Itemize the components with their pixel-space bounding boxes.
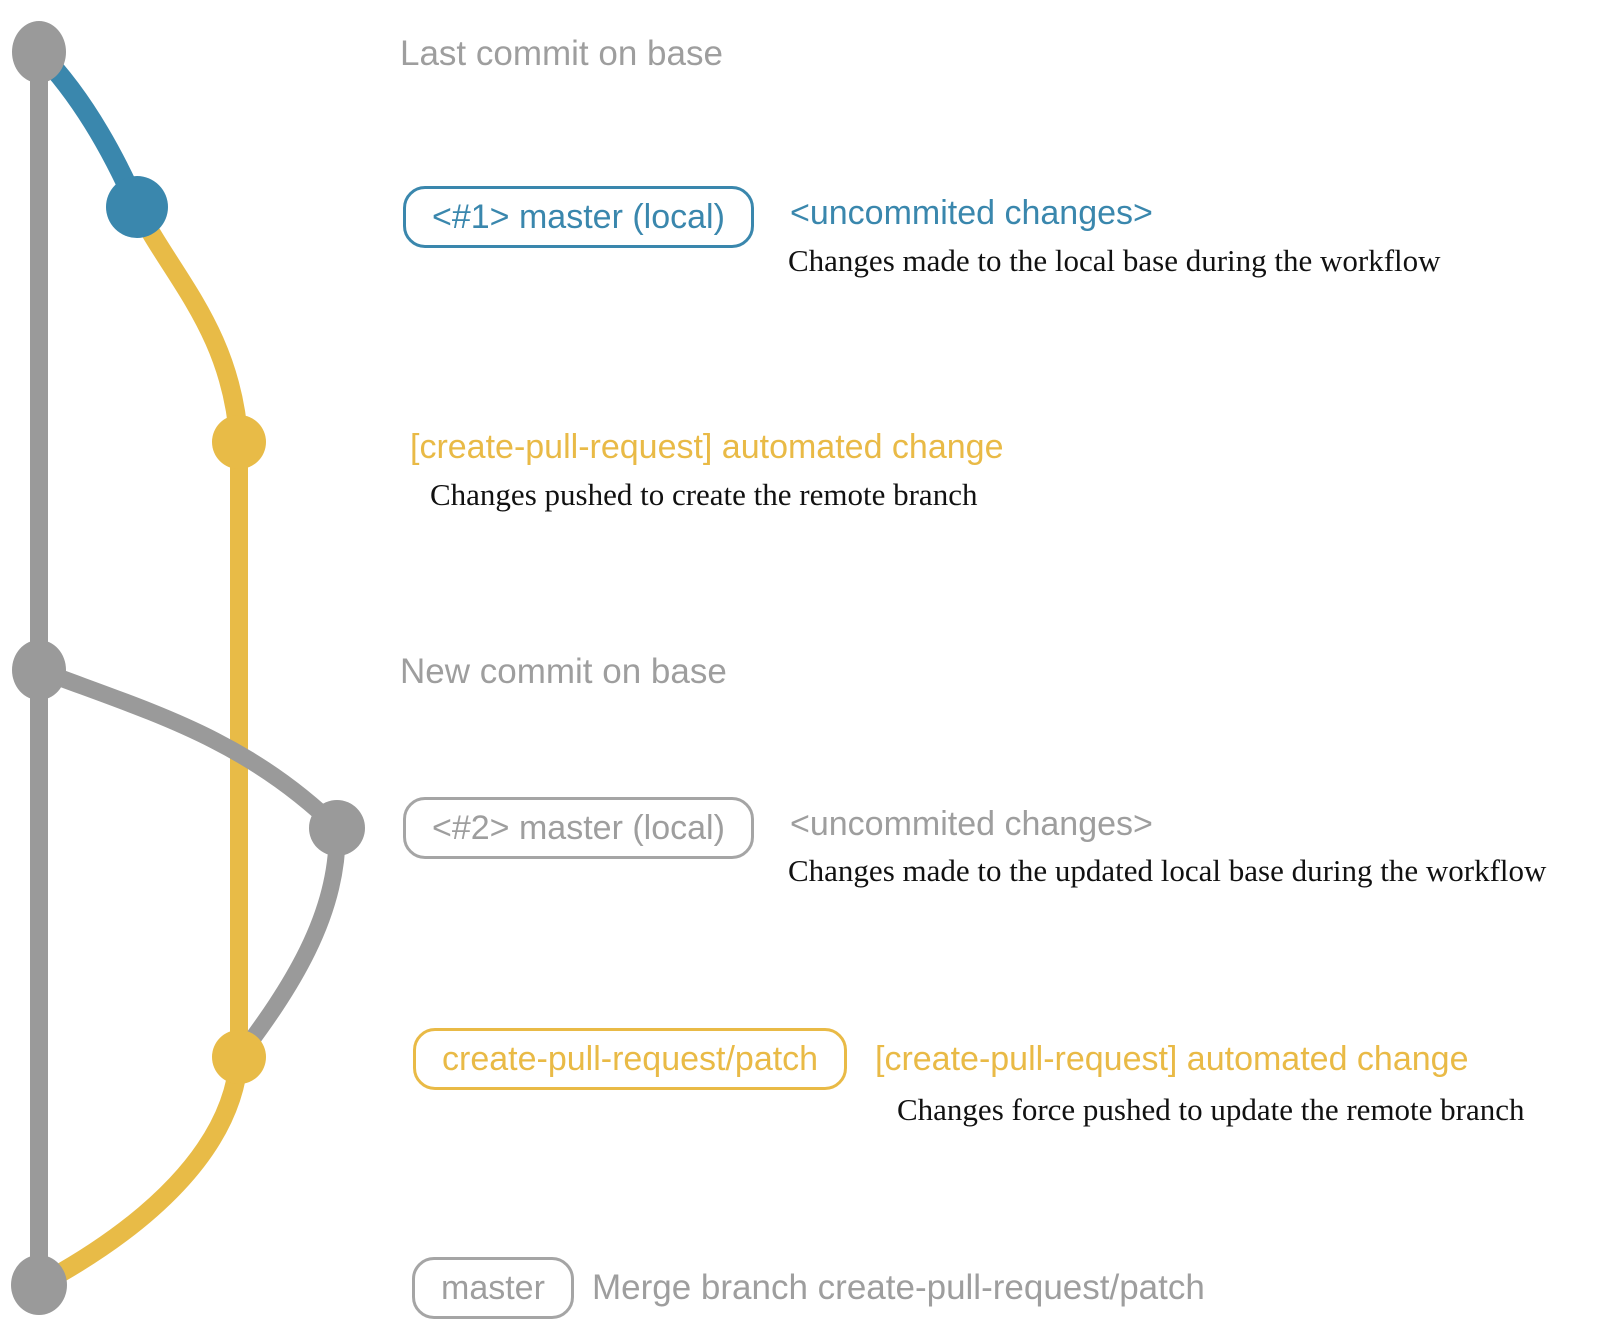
commit-dot-merge [11, 1255, 67, 1315]
commit-dot-patch-1 [212, 415, 266, 469]
branch-badge-master-local-1: <#1> master (local) [403, 186, 754, 248]
merge-message: Merge branch create-pull-request/patch [592, 1268, 1205, 1307]
branch-badge-patch: create-pull-request/patch [413, 1028, 848, 1090]
branch-badge-master-local-2: <#2> master (local) [403, 797, 754, 859]
local-master-2-force-push-curve [230, 819, 346, 1066]
commit2-message: <uncommited changes> [790, 805, 1153, 843]
push2-message: [create-pull-request] automated change [875, 1040, 1469, 1078]
commit-dot-new-base [12, 640, 66, 700]
commit2-note: Changes made to the updated local base d… [788, 853, 1547, 888]
last-commit-label: Last commit on base [400, 34, 723, 73]
commit1-note: Changes made to the local base during th… [788, 243, 1441, 278]
commit-dot-last-base [12, 21, 66, 83]
commit1-message: <uncommited changes> [790, 194, 1153, 232]
new-commit-label: New commit on base [400, 652, 727, 691]
commit-dot-patch-2 [212, 1030, 266, 1084]
branch-badge-master: master [412, 1257, 574, 1319]
patch-branch-merge-curve [29, 1047, 249, 1295]
commit-dot-local-2 [309, 800, 365, 856]
local-master-2-out-curve [30, 661, 346, 837]
commit-dot-local-1 [106, 176, 168, 238]
push1-message: [create-pull-request] automated change [410, 428, 1004, 466]
push2-note: Changes force pushed to update the remot… [897, 1092, 1525, 1127]
push1-note: Changes pushed to create the remote bran… [430, 477, 978, 512]
patch-branch-top-curve [127, 197, 249, 452]
